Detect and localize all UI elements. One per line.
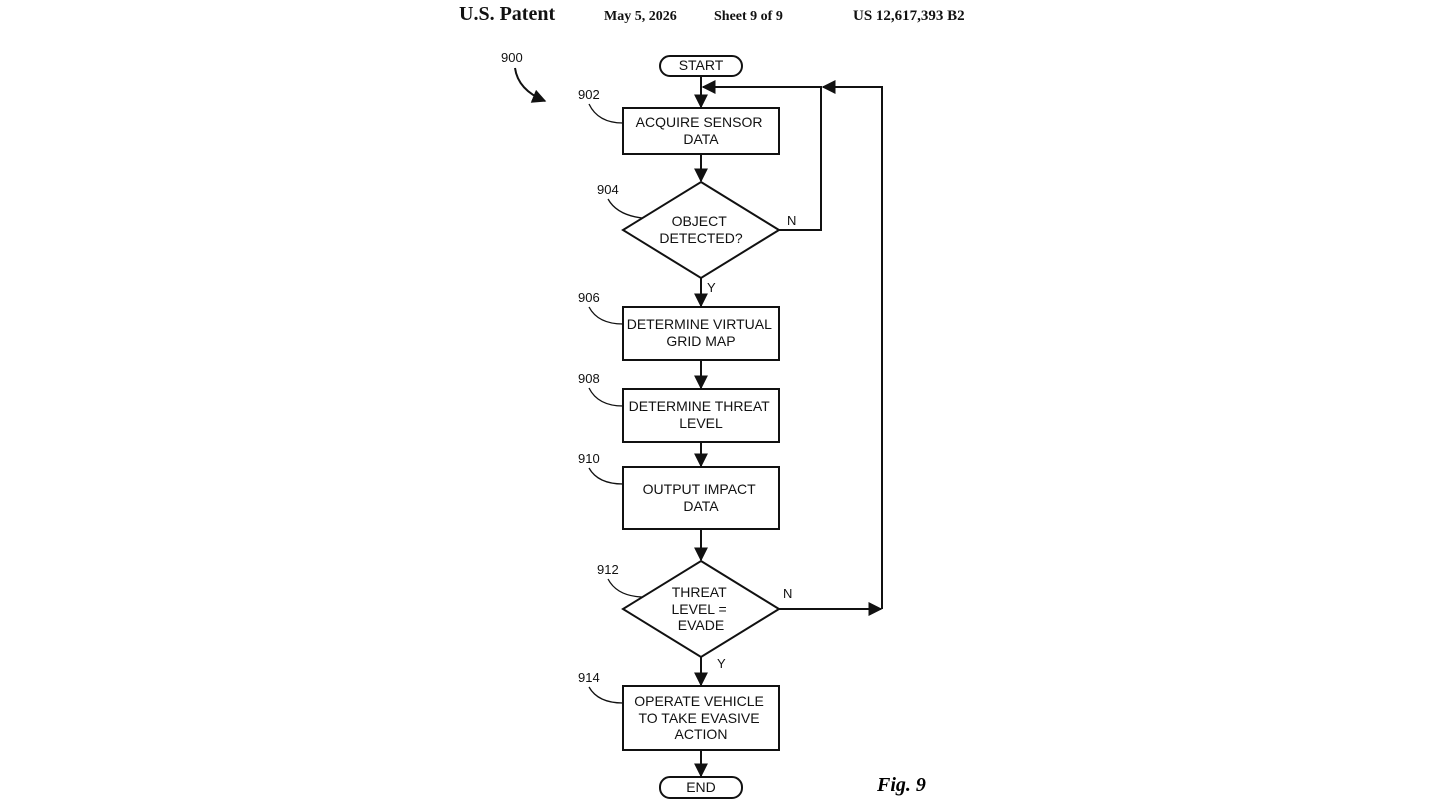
leader-904 <box>607 198 643 219</box>
ref-910: 910 <box>578 451 600 466</box>
patent-header-sheet: Sheet 9 of 9 <box>714 9 783 24</box>
patent-header-title: U.S. Patent <box>459 3 556 25</box>
step-910-label: OUTPUT IMPACT DATA <box>643 481 760 514</box>
leader-908 <box>588 387 624 407</box>
step-902-label: ACQUIRE SENSOR DATA <box>636 114 767 147</box>
step-914-label: OPERATE VEHICLE TO TAKE EVASIVE ACTION <box>634 693 768 742</box>
end-label: END <box>686 779 716 795</box>
leader-906 <box>588 306 624 325</box>
step-906-box <box>622 306 780 361</box>
arrow-912-no-loop <box>821 80 883 609</box>
ref-914: 914 <box>578 670 600 685</box>
ref-900: 900 <box>501 50 523 65</box>
arrow-904-no-loop <box>701 80 822 231</box>
step-906-label: DETERMINE VIRTUAL GRID MAP <box>627 316 776 349</box>
step-908-label: DETERMINE THREAT LEVEL <box>629 398 774 431</box>
leader-902 <box>588 103 624 124</box>
branch-904-yes: Y <box>707 280 716 295</box>
decision-912-label: THREAT LEVEL = EVADE <box>671 584 730 633</box>
ref-908: 908 <box>578 371 600 386</box>
ref-912: 912 <box>597 562 619 577</box>
branch-904-no: N <box>787 213 796 228</box>
branch-912-no: N <box>783 586 792 601</box>
patent-header-number: US 12,617,393 B2 <box>853 8 965 24</box>
ref-904: 904 <box>597 182 619 197</box>
start-label: START <box>679 57 724 73</box>
figure-label: Fig. 9 <box>877 774 926 796</box>
decision-904-label: OBJECT DETECTED? <box>659 213 742 246</box>
leader-914 <box>588 686 624 704</box>
ref-902: 902 <box>578 87 600 102</box>
ref-906: 906 <box>578 290 600 305</box>
branch-912-yes: Y <box>717 656 726 671</box>
leader-912 <box>607 578 643 598</box>
step-910-box <box>622 466 780 530</box>
leader-900 <box>514 67 547 103</box>
leader-910 <box>588 467 624 485</box>
patent-header-date: May 5, 2026 <box>604 9 677 24</box>
